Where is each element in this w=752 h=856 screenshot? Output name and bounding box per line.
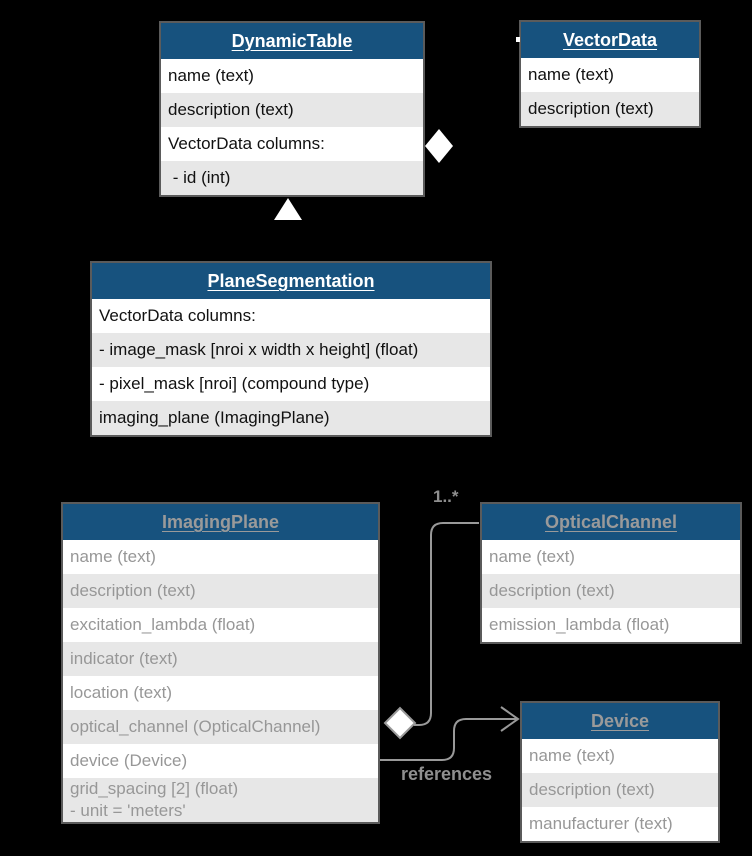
class-box-imaging-plane: ImagingPlane name (text) description (text… bbox=[61, 502, 380, 824]
class-attribute-row: indicator (text) bbox=[63, 642, 378, 676]
class-title-imaging-plane[interactable]: ImagingPlane bbox=[63, 504, 378, 540]
references-label: references bbox=[401, 764, 493, 784]
multiplicity-label: 1..* bbox=[433, 487, 459, 506]
generalization-arrow-icon bbox=[274, 198, 302, 220]
class-attribute-row: - pixel_mask [nroi] (compound type) bbox=[99, 374, 370, 393]
class-attribute-row: manufacturer (text) bbox=[529, 814, 673, 833]
class-attribute-row: imaging_plane (ImagingPlane) bbox=[92, 401, 490, 435]
references-open-arrowhead-icon bbox=[500, 706, 520, 732]
class-attribute-row: - image_mask [nroi x width x height] (fl… bbox=[92, 333, 490, 367]
class-attribute-row: description (text) bbox=[521, 92, 699, 126]
class-attribute-row: excitation_lambda (float) bbox=[70, 615, 256, 634]
class-attribute-row: name (text) bbox=[529, 746, 615, 765]
class-attribute-row: emission_lambda (float) bbox=[489, 615, 670, 634]
class-attribute-row: location (text) bbox=[70, 683, 173, 702]
class-attribute-row: description (text) bbox=[522, 773, 718, 807]
composition-diamond-icon bbox=[425, 129, 453, 163]
class-attribute-row: VectorData columns: bbox=[168, 134, 325, 153]
class-box-dynamic-table: DynamicTable name (text) description (text… bbox=[159, 21, 425, 197]
class-attribute-row: name (text) bbox=[489, 547, 575, 566]
optical-channel-connector-line bbox=[414, 522, 479, 726]
class-title-device[interactable]: Device bbox=[522, 703, 718, 739]
class-attribute-row: name (text) bbox=[168, 66, 254, 85]
class-title-plane-segmentation[interactable]: PlaneSegmentation bbox=[92, 263, 490, 299]
references-connector-line bbox=[380, 718, 516, 761]
class-title-dynamic-table[interactable]: DynamicTable bbox=[161, 23, 423, 59]
class-box-optical-channel: OpticalChannel name (text) description (te… bbox=[480, 502, 742, 644]
class-box-device: Device name (text) description (text) manuf… bbox=[520, 701, 720, 843]
class-title-vector-data[interactable]: VectorData bbox=[521, 22, 699, 58]
class-attribute-row: - id (int) bbox=[161, 161, 423, 195]
class-attribute-row: name (text) bbox=[528, 65, 614, 84]
class-attribute-row: VectorData columns: bbox=[99, 306, 256, 325]
class-box-vector-data: VectorData name (text) description (text) bbox=[519, 20, 701, 128]
class-attribute-row: description (text) bbox=[482, 574, 740, 608]
class-attribute-row: description (text) bbox=[161, 93, 423, 127]
class-attribute-row: description (text) bbox=[63, 574, 378, 608]
class-attribute-row: name (text) bbox=[70, 547, 156, 566]
class-attribute-row: device (Device) bbox=[70, 751, 188, 770]
imaging-plane-composition-diamond-icon bbox=[383, 706, 417, 740]
class-attribute-row: grid_spacing [2] (float) - unit = 'meter… bbox=[63, 778, 378, 822]
class-title-optical-channel[interactable]: OpticalChannel bbox=[482, 504, 740, 540]
class-attribute-row: optical_channel (OpticalChannel) bbox=[63, 710, 378, 744]
